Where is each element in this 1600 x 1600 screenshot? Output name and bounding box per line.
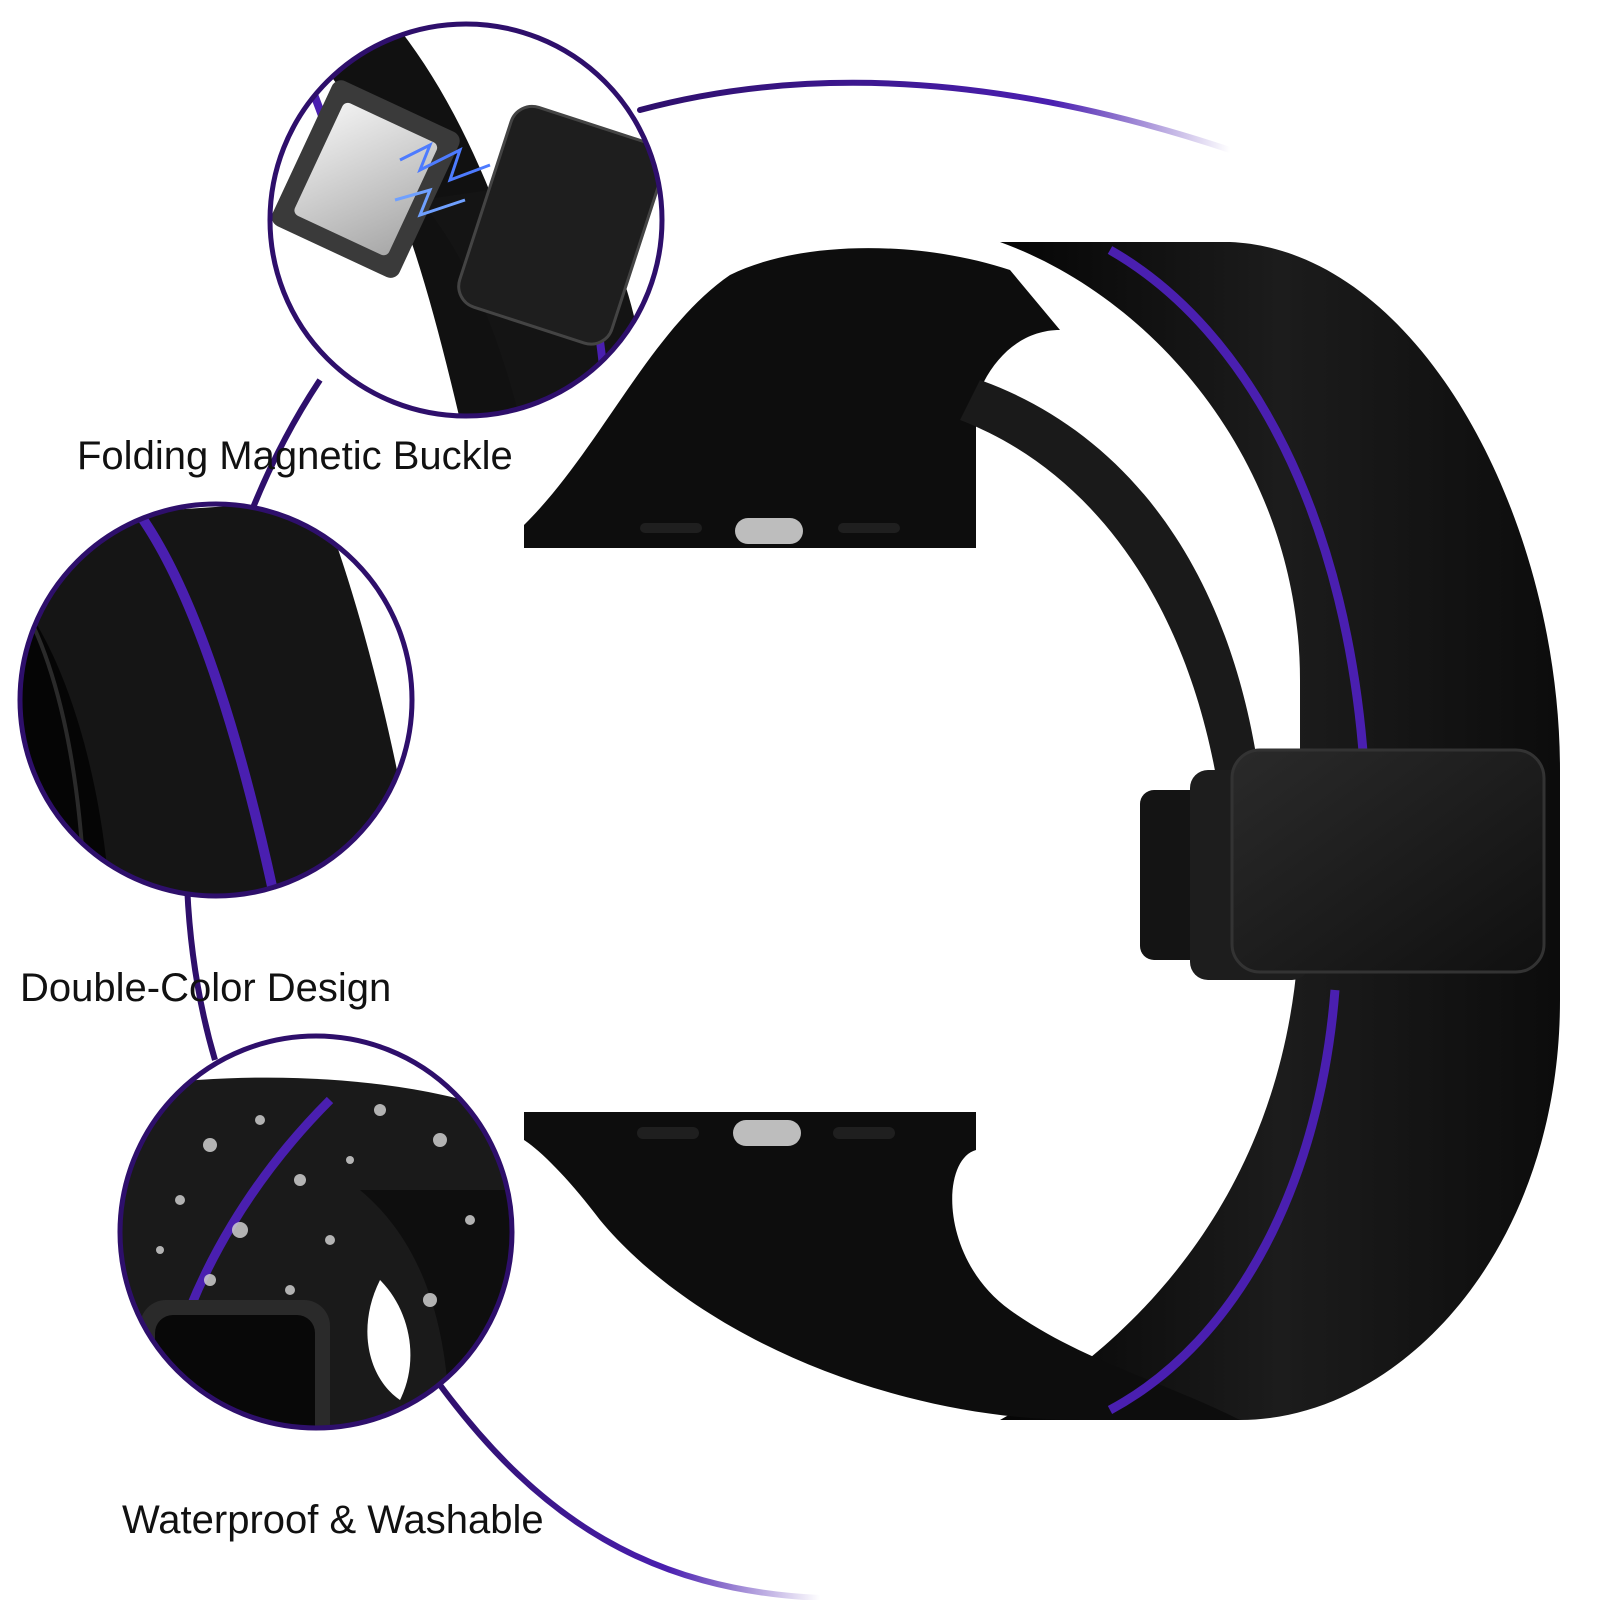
detail-circle-stripe bbox=[17, 501, 415, 899]
detail-circle-water bbox=[117, 1033, 515, 1431]
magnetic-buckle bbox=[1140, 748, 1546, 980]
feature-label-buckle: Folding Magnetic Buckle bbox=[77, 434, 513, 478]
detail-circle-buckle bbox=[267, 21, 665, 419]
feature-label-double-color: Double-Color Design bbox=[20, 966, 392, 1010]
watch-band bbox=[524, 242, 1560, 1420]
feature-label-waterproof: Waterproof & Washable bbox=[122, 1498, 544, 1542]
